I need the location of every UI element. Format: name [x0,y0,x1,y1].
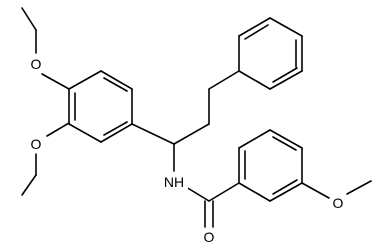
top-ring-bond-1 [238,70,271,90]
bond-ch-to-ch2 [173,123,210,145]
left-ring-bond-5 [68,123,102,143]
bond-ethoxy-lower-to-ring [46,122,70,137]
right-ring-bond-2 [269,182,303,202]
bond-nh-to-carbonyl [185,186,210,202]
label-bg-o-carbonyl [202,228,216,246]
bond-ring-to-methoxy-o [301,182,330,199]
bond-ethyl-upper-1 [21,7,37,31]
bond-ring-to-ch [131,123,175,145]
right-ring-bond-4 [269,129,303,149]
bond-carbonyl-to-ring [208,182,240,202]
bond-ch2-to-phenyl [208,70,240,90]
left-ring-inner-2 [103,121,128,136]
label-bg-o-left [29,135,43,153]
bond-methoxy-o-to-ch3 [346,180,372,195]
methoxy-oxygen-label: O [333,195,344,211]
oxygen-label-top-left: O [31,56,42,72]
top-ring-inner-1 [272,67,298,83]
right-ring-bond-5 [238,129,271,149]
right-ring-inner-1 [272,179,298,195]
left-ring-inner-1 [103,77,128,92]
label-bg-o-right [331,194,345,212]
top-ring-bond-4 [269,17,303,37]
top-ring-inner-3 [244,24,269,40]
oxygen-label-left: O [31,136,42,152]
label-bg-nh [160,173,188,191]
right-ring-bond-1 [238,182,271,202]
bond-ethoxy-upper-to-ring [41,73,70,90]
left-ring-bond-4 [100,123,133,143]
left-ring-bond-1 [68,70,102,90]
top-ring-bond-5 [238,17,271,37]
bond-ethyl-lower-2 [21,174,37,196]
left-ring-bond-2 [100,70,133,90]
label-bg-o-top-left [29,55,43,73]
nh-label: NH [164,174,184,190]
carbonyl-oxygen-label: O [204,229,215,245]
right-ring-inner-3 [272,136,297,151]
top-ring-bond-2 [269,70,303,90]
